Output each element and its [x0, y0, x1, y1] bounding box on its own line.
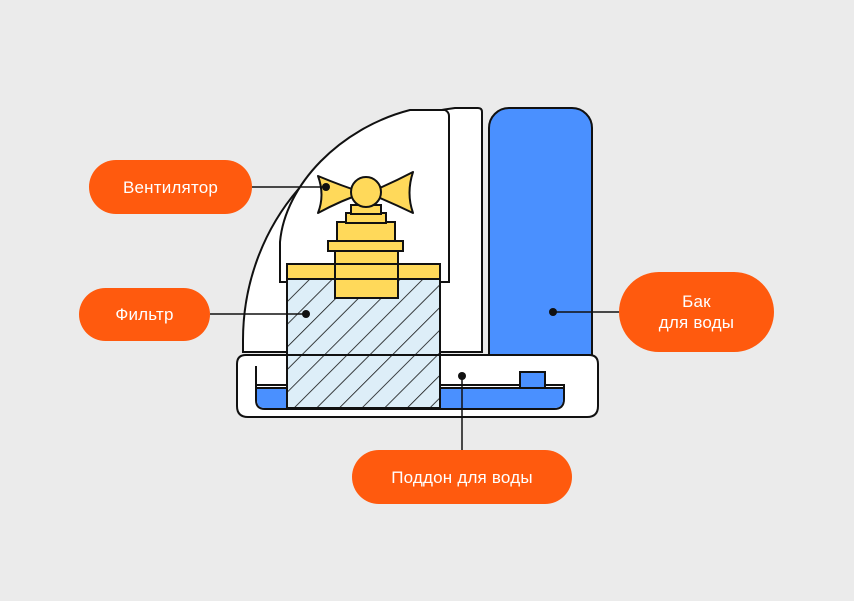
leader-lines	[210, 183, 619, 450]
tray-leader-dot	[458, 372, 466, 380]
tank-leader-dot	[549, 308, 557, 316]
water-tank-label: Бак для воды	[619, 272, 774, 352]
fan-label-text: Вентилятор	[122, 177, 219, 197]
fan-leader-dot	[322, 183, 330, 191]
water-tank	[488, 107, 593, 383]
tank-valve	[519, 371, 546, 389]
butterfly-fan-icon	[286, 171, 441, 299]
filter-leader-dot	[302, 310, 310, 318]
water-tray-label-text: Поддон для воды	[391, 467, 533, 487]
water-tray-basin	[255, 366, 565, 410]
filter-label-text: Фильтр	[115, 305, 174, 324]
filter-label: Фильтр	[79, 288, 210, 341]
water-tank-label-text: Бак для воды	[658, 292, 735, 332]
fan-label: Вентилятор	[89, 160, 252, 214]
water-tray-label: Поддон для воды	[352, 450, 572, 504]
